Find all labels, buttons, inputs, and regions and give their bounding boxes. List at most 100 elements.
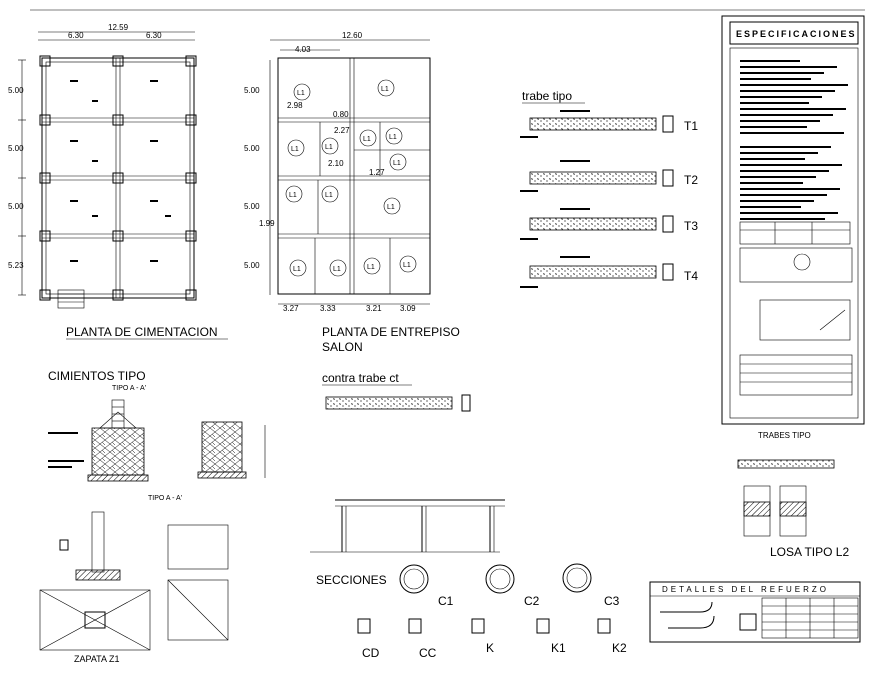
section-label: K bbox=[486, 641, 494, 655]
especificaciones-panel: ESPECIFICACIONES bbox=[721, 15, 865, 425]
cimientos-section-bottom: TIPO A - A' bbox=[148, 495, 182, 502]
detalles-title: DETALLES DEL REFUERZO bbox=[662, 585, 829, 594]
especificaciones-title: ESPECIFICACIONES bbox=[736, 29, 857, 39]
column-label: C2 bbox=[524, 594, 540, 608]
slab-label: L1 bbox=[367, 264, 375, 271]
slab-label: L1 bbox=[389, 134, 397, 141]
inner-dim: 2.10 bbox=[328, 159, 344, 168]
spec-text-line bbox=[740, 152, 818, 154]
dim-top-2: 4.03 bbox=[295, 45, 311, 54]
spec-text-line bbox=[740, 176, 816, 178]
zapata-title: ZAPATA Z1 bbox=[74, 654, 120, 664]
secciones-title: SECCIONES bbox=[316, 573, 387, 587]
spec-text-line bbox=[740, 218, 825, 220]
column-label: C1 bbox=[438, 594, 454, 608]
dim-v1-2: 5.00 bbox=[244, 86, 260, 95]
slab-label: L1 bbox=[325, 192, 333, 199]
slab-label: L1 bbox=[293, 266, 301, 273]
spec-text-line bbox=[740, 66, 837, 68]
spec-text-line bbox=[740, 206, 801, 208]
bottom-dim: 3.21 bbox=[366, 304, 382, 313]
plan-cimentacion-title: PLANTA DE CIMENTACION bbox=[66, 325, 218, 339]
slab-label: L1 bbox=[291, 146, 299, 153]
inner-dim: 1.27 bbox=[369, 168, 385, 177]
cimientos-section-top: TIPO A - A' bbox=[112, 385, 146, 392]
dim-v4: 5.23 bbox=[8, 261, 24, 270]
trabe-label: T1 bbox=[684, 119, 698, 133]
spec-text-line bbox=[740, 188, 840, 190]
spec-text-line bbox=[740, 96, 822, 98]
slab-label: L1 bbox=[333, 266, 341, 273]
spec-text-line bbox=[740, 60, 800, 62]
column-label: C3 bbox=[604, 594, 620, 608]
spec-text-line bbox=[740, 164, 842, 166]
cimientos-title: CIMIENTOS TIPO bbox=[48, 369, 146, 383]
spec-text-line bbox=[740, 194, 827, 196]
frame-elevation bbox=[310, 499, 505, 553]
inner-dim: 2.98 bbox=[287, 101, 303, 110]
section-label: CC bbox=[419, 646, 437, 660]
dim-total-2: 12.60 bbox=[342, 31, 363, 40]
trabe-label: T4 bbox=[684, 269, 698, 283]
trabes-tipo-title: TRABES TIPO bbox=[758, 431, 811, 440]
zapata-z1: ZAPATA Z1 bbox=[39, 511, 229, 664]
spec-text-line bbox=[740, 126, 807, 128]
cimientos-tipo: CIMIENTOS TIPO TIPO A - A' TIPO A - A' bbox=[48, 369, 266, 502]
spec-text-line bbox=[740, 158, 805, 160]
inner-dim: 0.80 bbox=[333, 110, 349, 119]
slab-label: L1 bbox=[363, 136, 371, 143]
bottom-dim: 3.33 bbox=[320, 304, 336, 313]
dim-v1: 5.00 bbox=[8, 86, 24, 95]
slab-label: L1 bbox=[289, 192, 297, 199]
bottom-dim: 3.09 bbox=[400, 304, 416, 313]
spec-text-line bbox=[740, 146, 831, 148]
inner-dim: 2.27 bbox=[334, 126, 350, 135]
spec-text-line bbox=[740, 114, 833, 116]
losa-title: LOSA TIPO L2 bbox=[770, 545, 849, 559]
plan-entrepiso: 12.60 4.03 5.00 5.00 5.00 5.00 bbox=[244, 31, 460, 354]
spec-text-line bbox=[740, 170, 829, 172]
spec-text-line bbox=[740, 132, 844, 134]
dim-v3: 5.00 bbox=[8, 202, 24, 211]
contra-trabe: contra trabe ct bbox=[322, 371, 471, 412]
slab-label: L1 bbox=[387, 204, 395, 211]
detalles-refuerzo: DETALLES DEL REFUERZO bbox=[649, 581, 861, 643]
spec-text-line bbox=[740, 72, 824, 74]
spec-text-line bbox=[740, 90, 835, 92]
spec-text-line bbox=[740, 200, 814, 202]
plan-entrepiso-subtitle: SALON bbox=[322, 340, 363, 354]
spec-text-line bbox=[740, 78, 811, 80]
spec-text-line bbox=[740, 212, 838, 214]
spec-text-line bbox=[740, 182, 803, 184]
spec-text-line bbox=[740, 84, 848, 86]
contra-trabe-title: contra trabe ct bbox=[322, 371, 399, 385]
spec-text-line bbox=[740, 102, 809, 104]
section-label: CD bbox=[362, 646, 380, 660]
dim-v4-2: 5.00 bbox=[244, 261, 260, 270]
dim-total: 12.59 bbox=[108, 23, 129, 32]
dim-right: 6.30 bbox=[146, 31, 162, 40]
trabe-tipo-title: trabe tipo bbox=[522, 89, 572, 103]
section-label: K1 bbox=[551, 641, 566, 655]
bottom-dim: 3.27 bbox=[283, 304, 299, 313]
dim-left: 6.30 bbox=[68, 31, 84, 40]
trabes-tipo-small: TRABES TIPO LOSA TIPO L2 bbox=[737, 431, 849, 559]
trabe-label: T2 bbox=[684, 173, 698, 187]
dim-v2-2: 5.00 bbox=[244, 144, 260, 153]
spec-text-line bbox=[740, 120, 820, 122]
plan-entrepiso-title: PLANTA DE ENTREPISO bbox=[322, 325, 460, 339]
spec-text-line bbox=[740, 108, 846, 110]
trabe-label: T3 bbox=[684, 219, 698, 233]
plan-cimentacion: 12.59 6.30 6.30 5.00 5.00 5.00 5.23 bbox=[8, 23, 228, 340]
dim-v3-2: 5.00 bbox=[244, 202, 260, 211]
inner-dim: 1.99 bbox=[259, 219, 275, 228]
section-label: K2 bbox=[612, 641, 627, 655]
slab-label: L1 bbox=[393, 160, 401, 167]
trabe-tipo: trabe tipo T1 T2 T3 T4 bbox=[520, 89, 698, 288]
slab-label: L1 bbox=[381, 86, 389, 93]
dim-v2: 5.00 bbox=[8, 144, 24, 153]
slab-label: L1 bbox=[297, 90, 305, 97]
slab-label: L1 bbox=[403, 262, 411, 269]
secciones: SECCIONES C1 C2 C3 CD CC K K1 K2 bbox=[316, 563, 627, 660]
